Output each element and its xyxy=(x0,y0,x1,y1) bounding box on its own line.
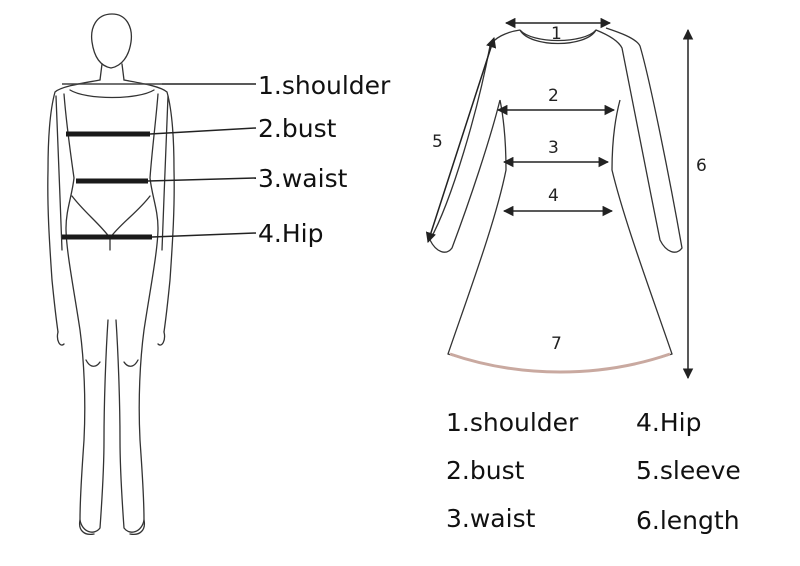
bust-label: 2.bust xyxy=(258,114,337,143)
left-side-outline xyxy=(47,79,109,533)
bodysuit-outline xyxy=(69,89,155,251)
legend-shoulder: 1.shoulder xyxy=(446,408,579,437)
knee-lines xyxy=(85,359,139,367)
bust-leader xyxy=(149,127,257,135)
dress-number-5: 5 xyxy=(432,132,443,152)
leader-lines xyxy=(147,83,257,238)
waist-leader xyxy=(147,177,257,182)
dress-measure-arrows xyxy=(425,17,694,380)
hands-outline xyxy=(56,331,166,346)
dress-number-7: 7 xyxy=(551,334,562,354)
dress-number-2: 2 xyxy=(548,86,559,106)
sleeve-arrow xyxy=(425,37,497,243)
figure-measure-bands xyxy=(62,83,162,240)
feet-outline xyxy=(78,519,146,536)
dress-number-3: 3 xyxy=(548,138,559,158)
head-outline xyxy=(90,13,133,69)
waist-label: 3.waist xyxy=(258,164,348,193)
hip-label: 4.Hip xyxy=(258,219,324,248)
dress-number-1: 1 xyxy=(551,24,562,44)
neckline xyxy=(519,29,597,45)
legend-hip: 4.Hip xyxy=(636,408,702,437)
dress-number-6: 6 xyxy=(696,156,707,176)
hip-leader xyxy=(151,232,257,238)
hem-accent xyxy=(449,352,671,374)
legend-sleeve: 5.sleeve xyxy=(636,456,741,485)
shoulder-label: 1.shoulder xyxy=(258,71,391,100)
legend-bust: 2.bust xyxy=(446,456,525,485)
dress-number-4: 4 xyxy=(548,186,559,206)
neck-outline xyxy=(99,63,125,81)
arm-inner-lines xyxy=(55,95,169,251)
body-figure xyxy=(47,13,175,536)
legend-length: 6.length xyxy=(636,506,740,535)
legend-waist: 3.waist xyxy=(446,504,536,533)
right-side-outline xyxy=(115,79,175,533)
